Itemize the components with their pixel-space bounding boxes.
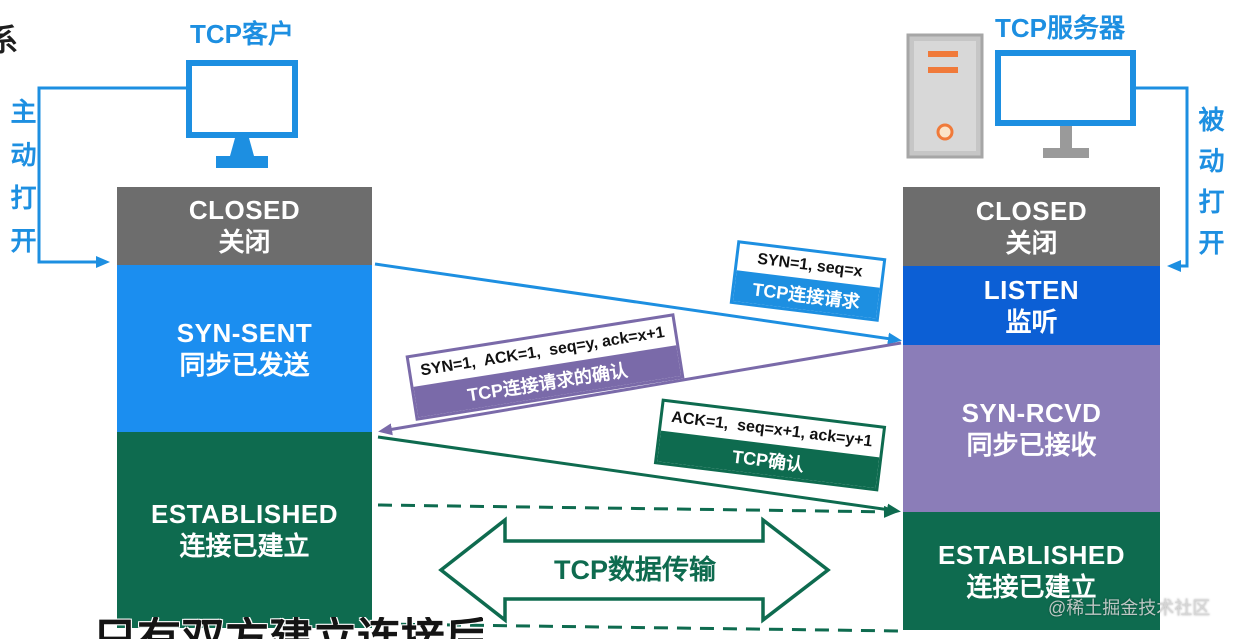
server-state-closed: CLOSED 关闭 [903, 187, 1160, 266]
state-label-cn: 连接已建立 [966, 572, 1097, 602]
video-subtitle: 只有双方建立连接后 [93, 617, 483, 639]
state-label-en: ESTABLISHED [150, 499, 339, 529]
monitor-screen [186, 60, 298, 138]
state-label-cn: 同步已接收 [966, 429, 1097, 460]
client-monitor-icon [186, 60, 298, 168]
state-label-en: SYN-SENT [176, 317, 313, 348]
server-state-syn-rcvd: SYN-RCVD 同步已接收 [903, 345, 1160, 512]
state-label-cn: 关闭 [1005, 227, 1058, 258]
server-monitor-icon [995, 50, 1136, 158]
tower-drive-bay [928, 67, 958, 73]
monitor-base [1043, 148, 1089, 158]
syn-message-box: SYN=1, seq=x TCP连接请求 [729, 240, 887, 322]
video-subtitle-text: 只有双方建立连接后 [93, 618, 483, 639]
tower-power-button [936, 123, 954, 141]
partial-heading: 系 [0, 23, 18, 58]
passive-open-label: 被动打开 [1195, 106, 1225, 270]
state-label-en: LISTEN [983, 274, 1080, 305]
syn-ack-message-box: SYN=1, ACK=1, seq=y, ack=x+1 TCP连接请求的确认 [405, 313, 685, 421]
state-label-cn: 连接已建立 [179, 531, 310, 561]
state-label-cn: 监听 [1005, 306, 1058, 337]
client-title: TCP客户 [190, 19, 295, 49]
monitor-stand [1060, 126, 1072, 148]
active-open-label: 主动打开 [7, 98, 37, 270]
monitor-screen [995, 50, 1136, 126]
server-state-established: ESTABLISHED 连接已建立 [903, 512, 1160, 630]
client-state-established: ESTABLISHED 连接已建立 [117, 432, 372, 628]
state-label-cn: 关闭 [218, 227, 271, 257]
data-phase-start-dashed-line [377, 503, 898, 518]
ack-message-box: ACK=1, seq=x+1, ack=y+1 TCP确认 [653, 398, 887, 492]
client-state-syn-sent: SYN-SENT 同步已发送 [117, 265, 372, 432]
server-tower-icon [906, 33, 984, 159]
tower-drive-bay [928, 51, 958, 57]
monitor-stand [230, 138, 254, 156]
data-transfer-label: TCP数据传输 [554, 555, 716, 585]
state-label-en: ESTABLISHED [937, 540, 1126, 570]
monitor-base [216, 156, 268, 168]
watermark: @稀土掘金技术社区 [1048, 598, 1211, 618]
client-state-closed: CLOSED 关闭 [117, 187, 372, 265]
state-label-cn: 同步已发送 [179, 349, 310, 380]
server-title: TCP服务器 [995, 13, 1126, 43]
server-state-listen: LISTEN 监听 [903, 266, 1160, 345]
state-label-en: CLOSED [975, 195, 1088, 226]
state-label-en: CLOSED [188, 195, 301, 225]
state-label-en: SYN-RCVD [961, 397, 1102, 428]
